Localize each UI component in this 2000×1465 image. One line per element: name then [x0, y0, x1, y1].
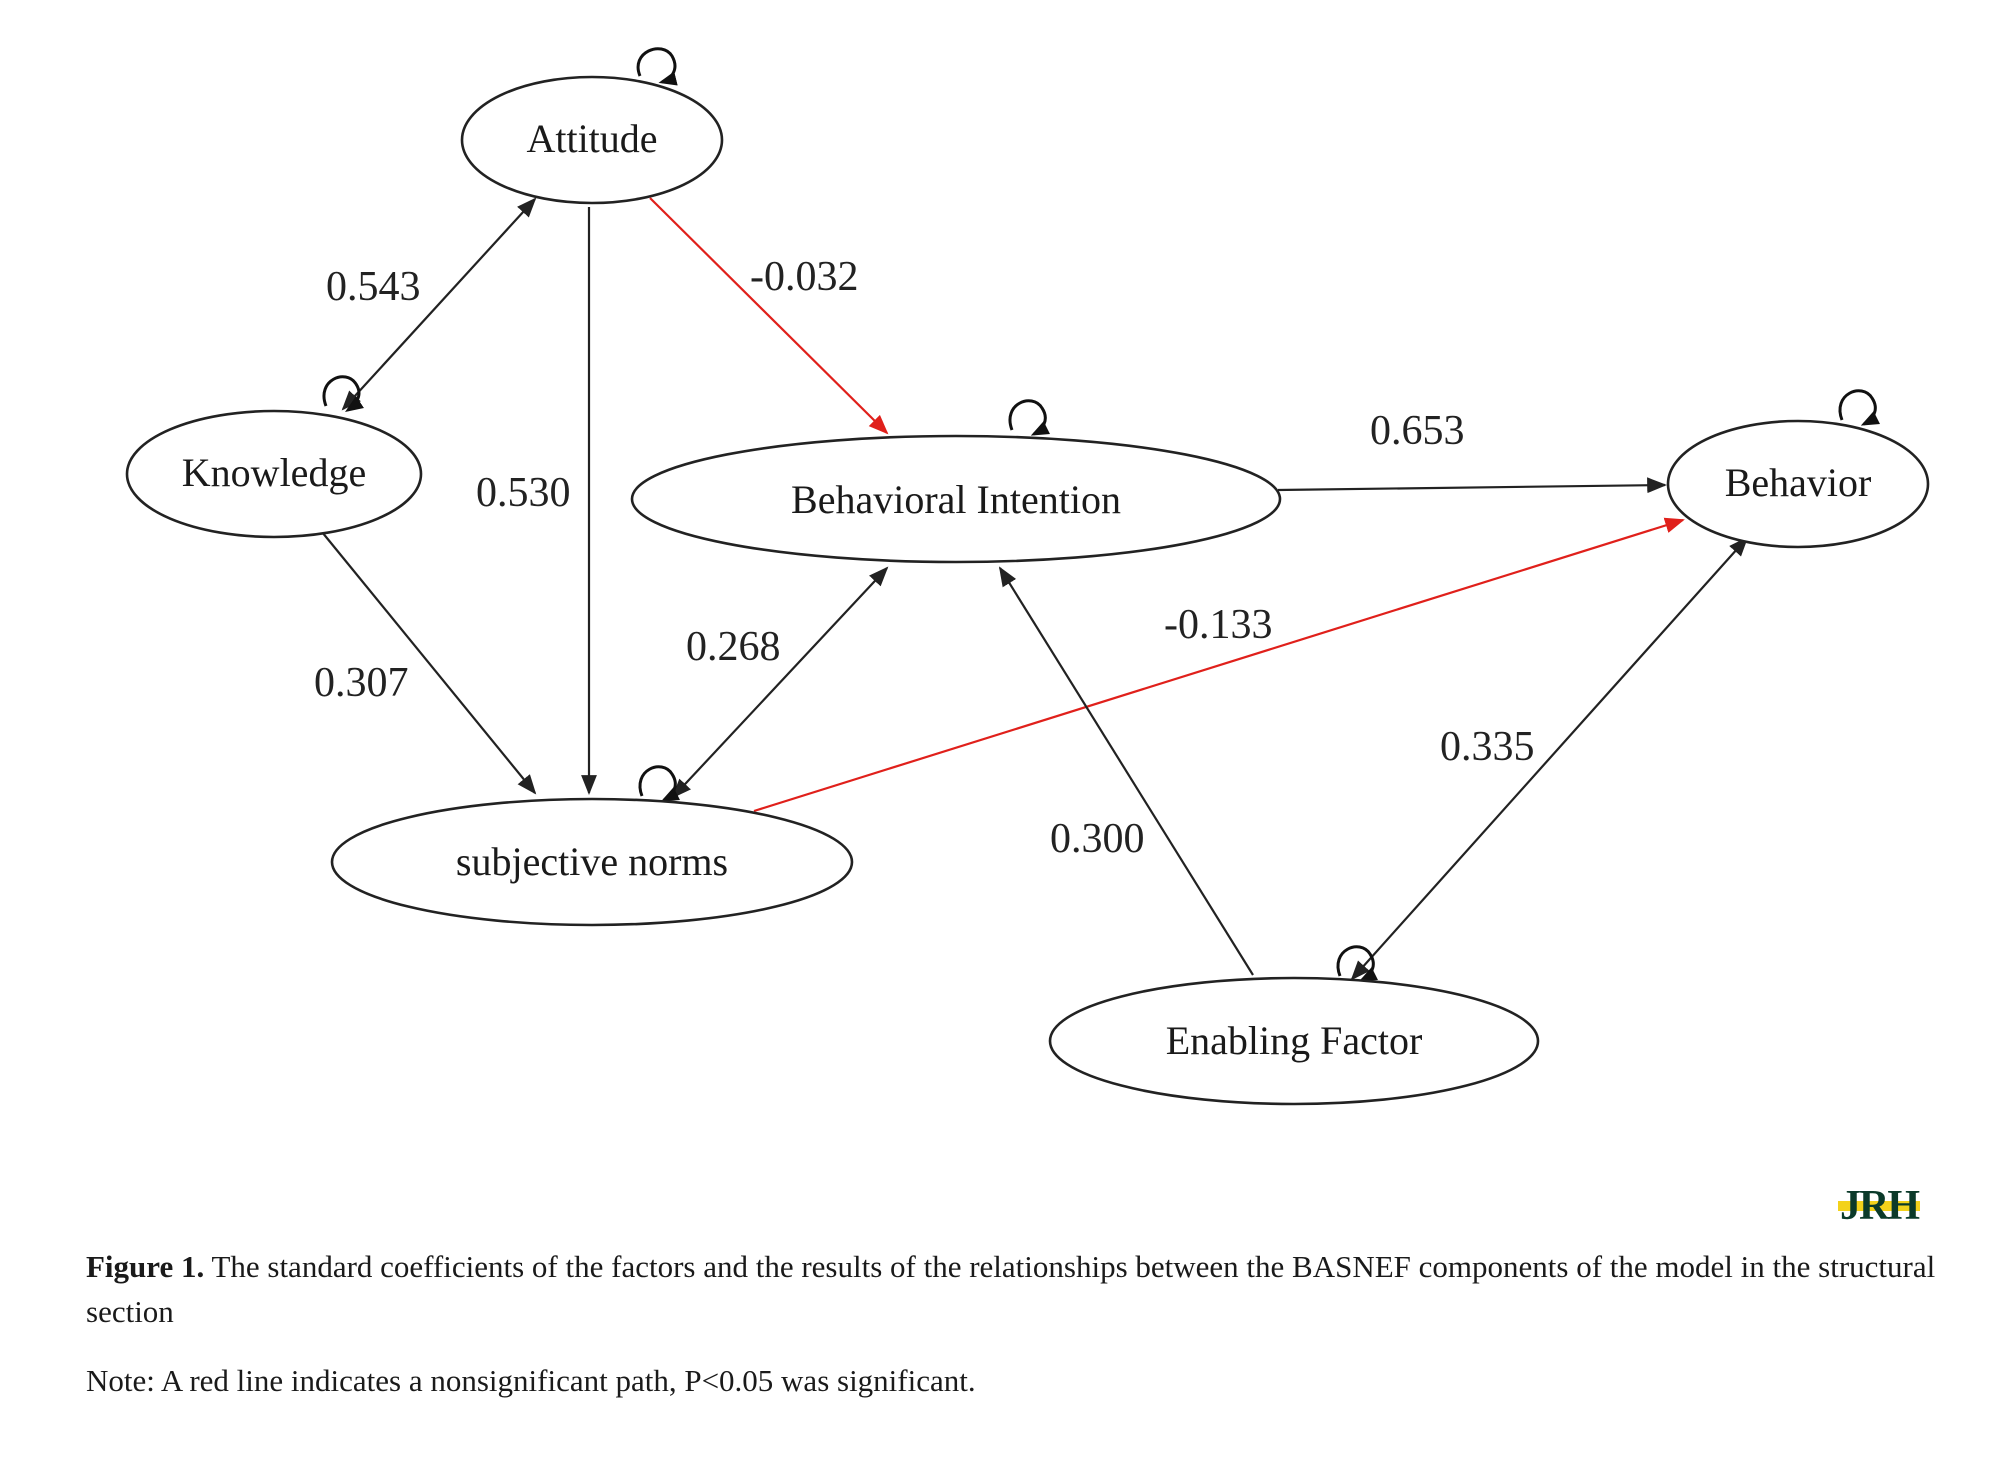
- coef-intention-behavior: 0.653: [1370, 408, 1465, 454]
- node-behavioral-intention-label: Behavioral Intention: [791, 477, 1121, 522]
- figure-caption-label: Figure 1.: [86, 1249, 205, 1284]
- node-behavior: Behavior: [1666, 419, 1930, 549]
- coef-knowledge-norms: 0.307: [314, 660, 409, 706]
- node-behavioral-intention: Behavioral Intention: [630, 434, 1282, 564]
- coef-norms-behavior: -0.133: [1164, 602, 1273, 648]
- edge-intention-behavior: [1277, 477, 1667, 494]
- residual-loop-enabling-icon: [1336, 945, 1379, 982]
- coef-attitude-intention: -0.032: [750, 254, 859, 300]
- coef-enabling-intention: 0.300: [1050, 816, 1145, 862]
- residual-loop-norms-icon: [638, 765, 681, 802]
- edge-enabling-intention: [998, 566, 1254, 976]
- journal-logo: JRH: [1838, 1183, 1920, 1229]
- coef-enabling-behavior: 0.335: [1440, 724, 1535, 770]
- edge-enabling-behavior: [1350, 536, 1749, 981]
- residual-loop-intention-icon: [1008, 399, 1051, 436]
- figure-note: Note: A red line indicates a nonsignific…: [86, 1363, 976, 1398]
- edge-norms-behavior: [753, 517, 1685, 813]
- node-attitude: Attitude: [460, 75, 724, 205]
- node-subjective-norms: subjective norms: [330, 797, 854, 927]
- edge-norms-intention: [671, 566, 889, 799]
- node-enabling-factor: Enabling Factor: [1048, 976, 1540, 1106]
- residual-loop-attitude-icon: [636, 47, 678, 86]
- coef-norms-intention: 0.268: [686, 624, 781, 670]
- node-knowledge-label: Knowledge: [182, 450, 366, 495]
- residual-loop-behavior-icon: [1838, 389, 1881, 426]
- edge-knowledge-norms: [321, 531, 537, 795]
- edge-attitude-intention: [649, 197, 889, 435]
- node-behavior-label: Behavior: [1725, 460, 1872, 505]
- coef-attitude-norms: 0.530: [476, 470, 571, 516]
- figure-caption: Figure 1. The standard coefficients of t…: [86, 1244, 1966, 1334]
- edge-knowledge-attitude: [341, 197, 537, 411]
- node-knowledge: Knowledge: [125, 409, 423, 539]
- residual-loop-knowledge-icon: [322, 375, 364, 412]
- node-subjective-norms-label: subjective norms: [456, 839, 728, 884]
- coef-knowledge-attitude: 0.543: [326, 264, 421, 310]
- node-enabling-factor-label: Enabling Factor: [1166, 1018, 1423, 1063]
- node-attitude-label: Attitude: [526, 116, 657, 161]
- figure-caption-text: The standard coefficients of the factors…: [86, 1249, 1936, 1329]
